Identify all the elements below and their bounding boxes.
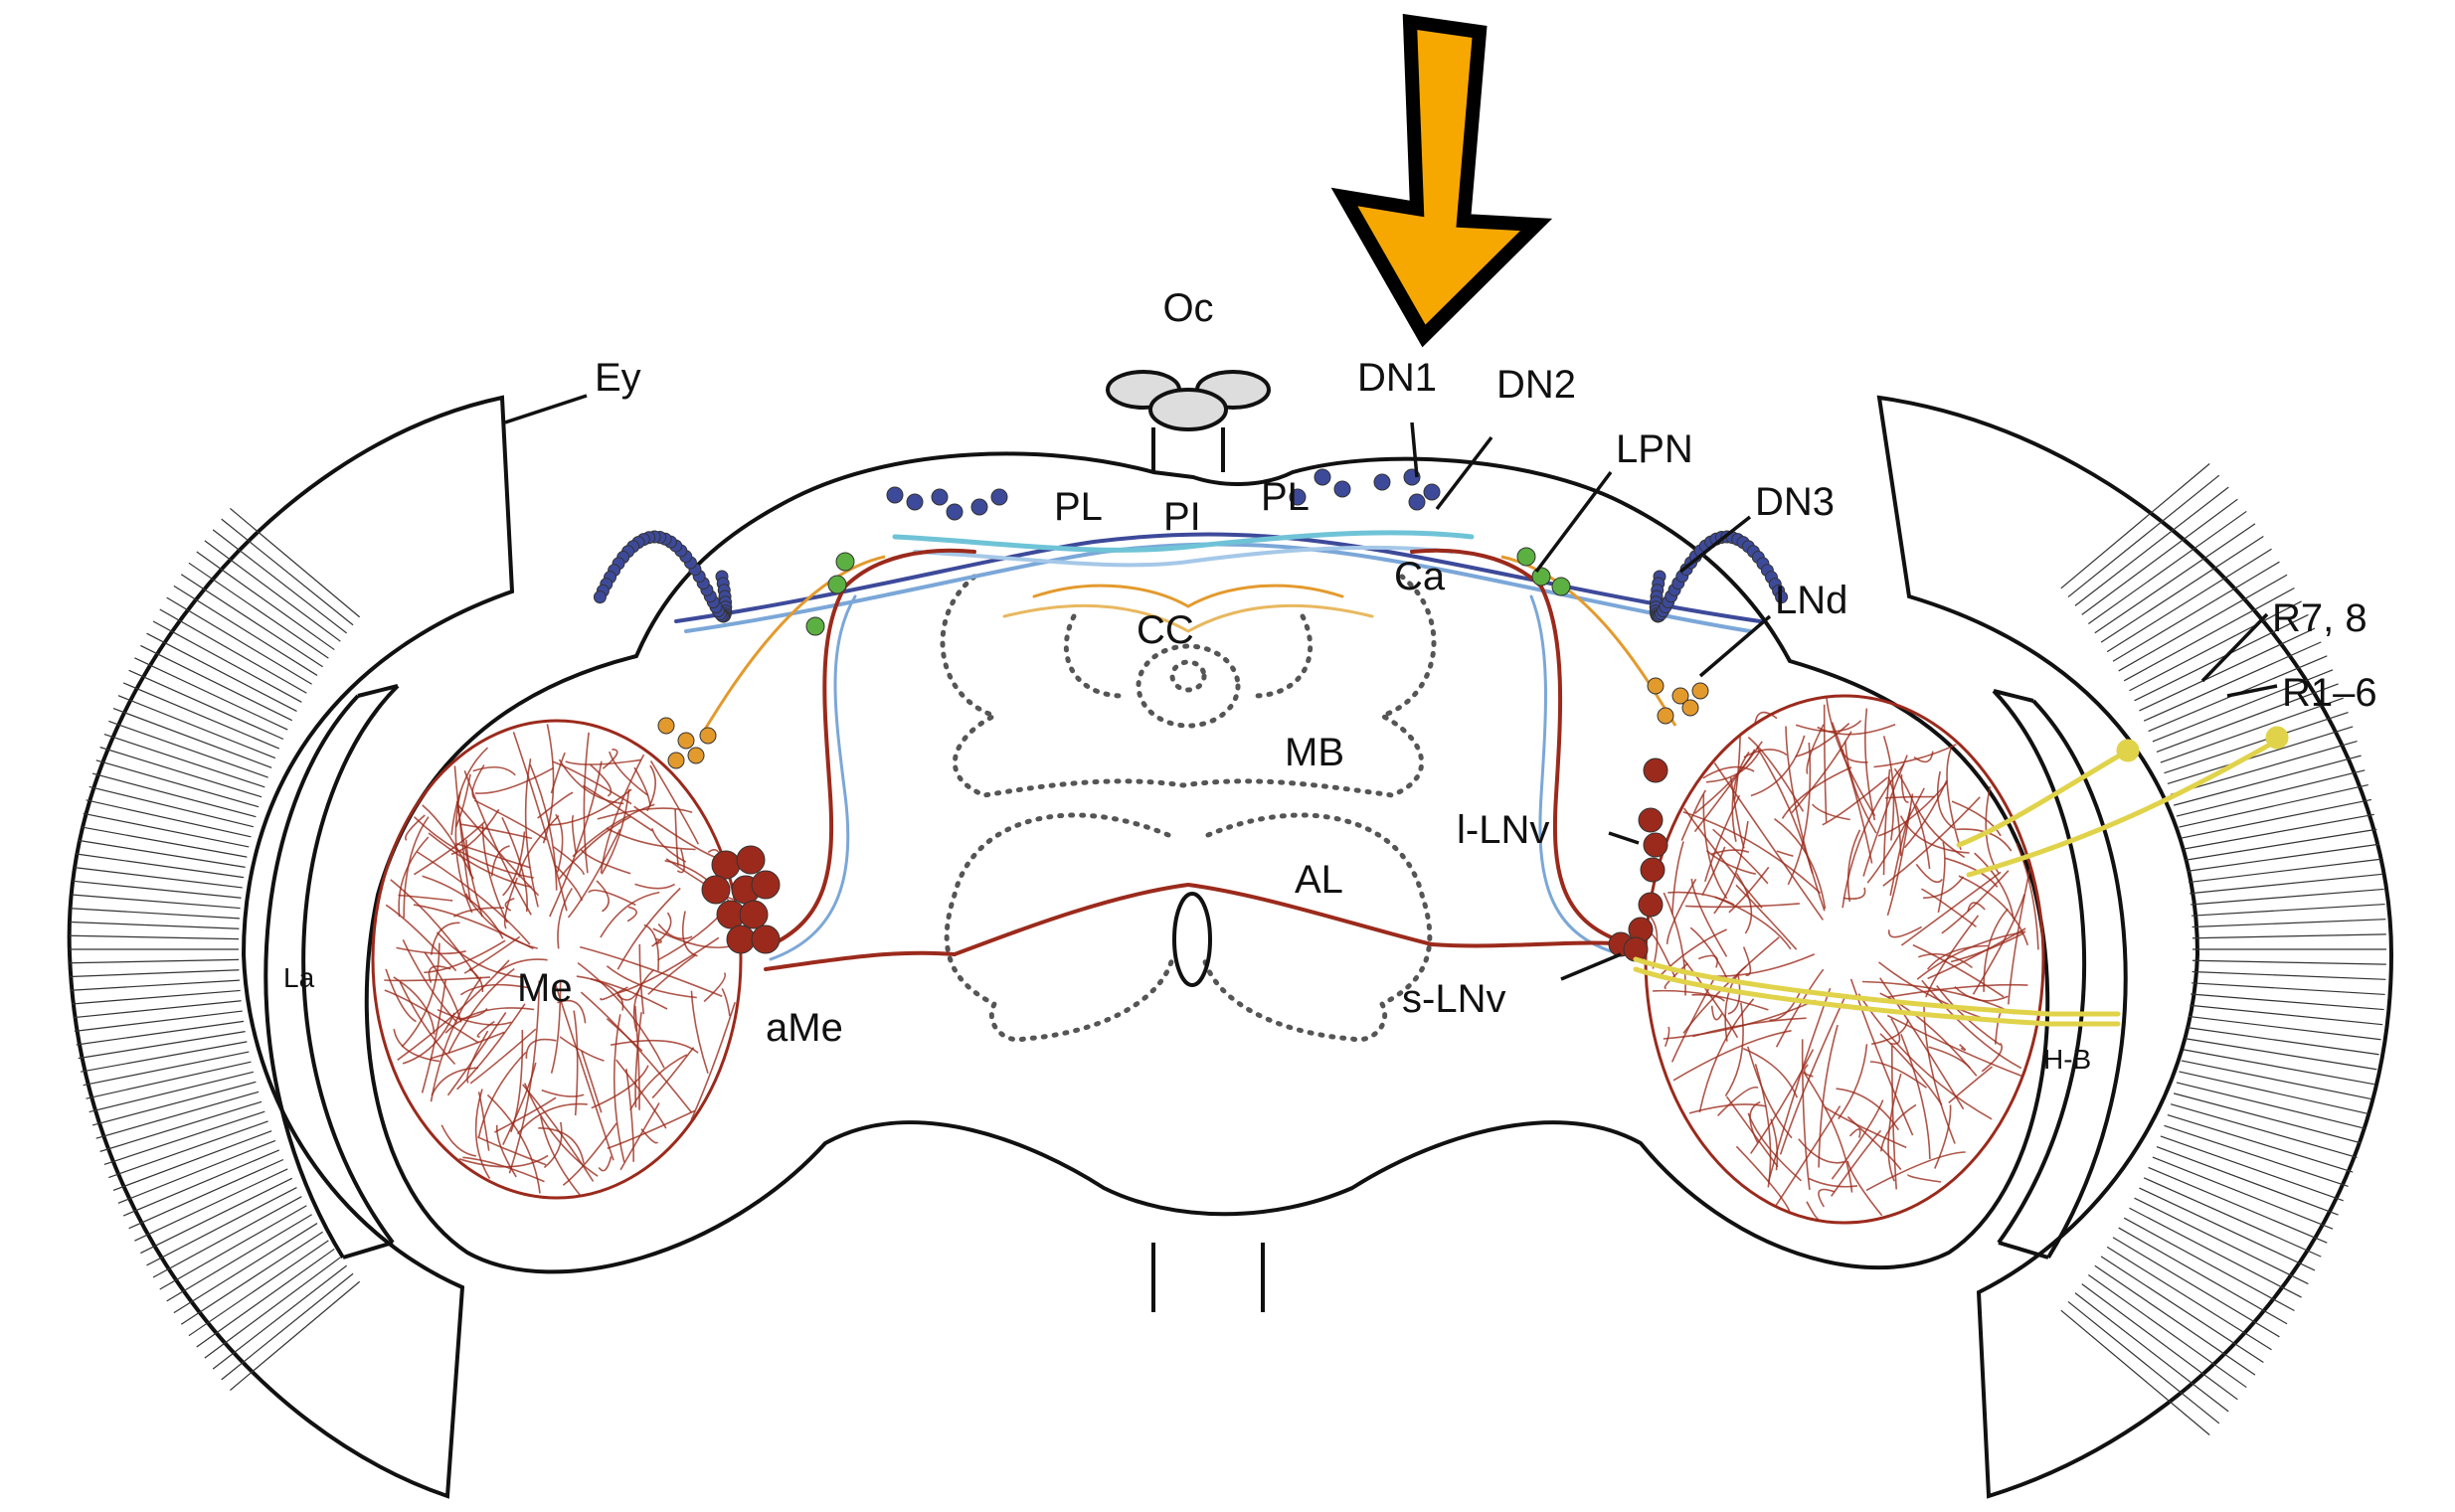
label-r78: R7, 8 [2272,596,2367,640]
arrow-down-icon [1344,22,1536,336]
right-medulla [1646,696,2043,1223]
label-al: AL [1295,858,1343,902]
label-mb: MB [1285,731,1344,774]
label-pl-left: PL [1054,485,1103,529]
neck [1153,1243,1263,1312]
ocelli [1108,372,1269,472]
labels: Oc Ey DN1 DN2 LPN DN3 LNd R7, 8 R1–6 PL … [283,286,2377,1075]
brain-outline [367,453,2047,1271]
esophagus [1174,894,1210,985]
label-ame: aMe [766,1006,843,1050]
label-lpn: LPN [1616,427,1693,471]
label-pl-right: PL [1261,475,1310,519]
left-compound-eye [70,398,512,1496]
label-dn3: DN3 [1755,480,1835,524]
lnv-projections [761,551,1631,969]
label-me: Me [517,966,573,1010]
label-ca: Ca [1394,555,1446,598]
left-medulla [373,721,741,1198]
label-la: La [283,962,315,993]
antennal-lobes [947,815,1430,1040]
label-l-lnv: l-LNv [1457,808,1549,852]
label-dn1: DN1 [1357,356,1437,400]
label-hb: H-B [2043,1044,2091,1075]
label-ey: Ey [595,356,641,400]
label-r16: R1–6 [2282,671,2377,715]
label-lnd: LNd [1775,579,1847,622]
label-pi: PI [1163,495,1201,539]
label-s-lnv: s-LNv [1402,977,1505,1021]
label-cc: CC [1137,608,1194,652]
label-dn2: DN2 [1496,363,1576,407]
label-oc: Oc [1162,286,1213,330]
